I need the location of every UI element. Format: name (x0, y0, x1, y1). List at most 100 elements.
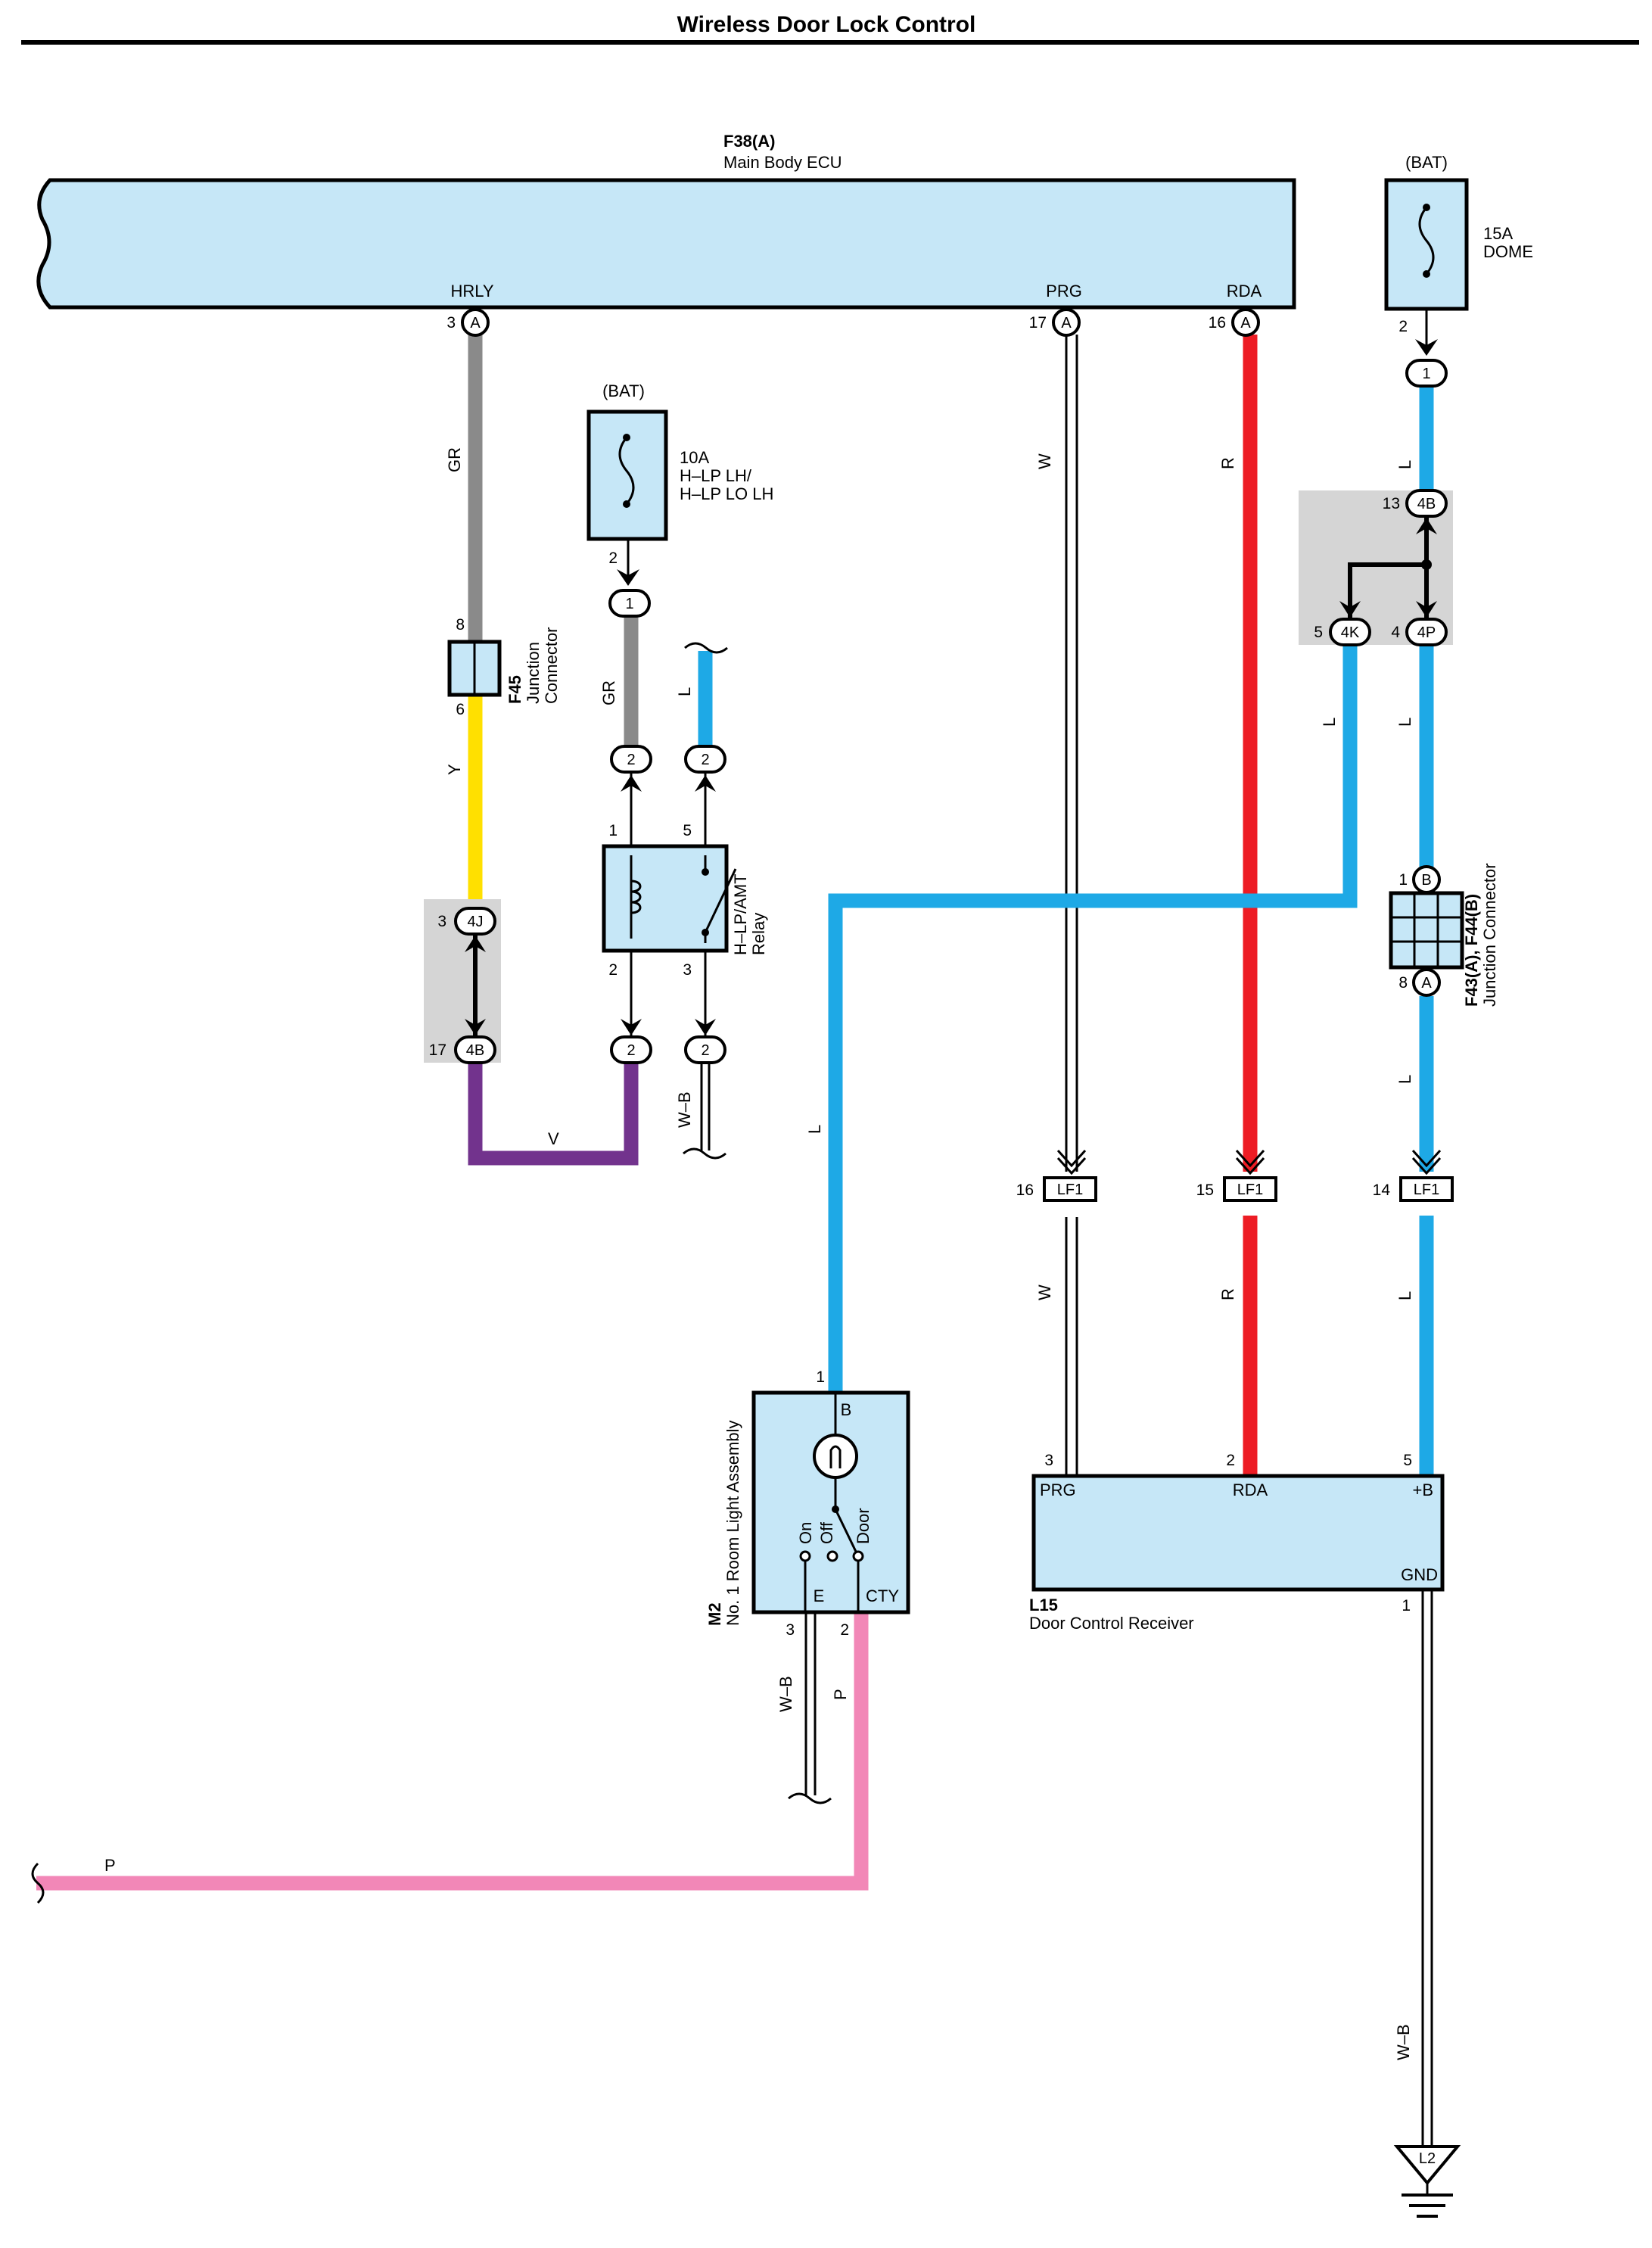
lf1-w (1043, 1176, 1097, 1202)
lf1-l-label: LF1 (1414, 1182, 1439, 1198)
receiver-term-gnd: GND (1401, 1565, 1438, 1584)
wire-label-l-5: L (1395, 718, 1414, 727)
dome-fuse-icon (1418, 207, 1435, 275)
dome-fuse-dot-bot (1423, 270, 1430, 278)
room-light-sw-on: On (796, 1522, 815, 1544)
relay-name-1: H–LP/AMT (731, 873, 750, 955)
joint-4b-left-pin: 17 (429, 1041, 446, 1059)
dome-fuse-rating: 15A (1483, 224, 1513, 243)
joint-right-node (1421, 559, 1432, 570)
lf1-l-pin: 14 (1373, 1182, 1391, 1199)
ecu-code: F38(A) (723, 132, 775, 151)
wire-label-p-1: P (831, 1689, 850, 1700)
f45-pin-top: 8 (456, 616, 465, 634)
joint-4k-label: 4K (1341, 624, 1360, 641)
room-light-term-cty: CTY (866, 1586, 899, 1605)
lf1-l (1399, 1176, 1454, 1202)
joint-4p-pin: 4 (1391, 624, 1400, 641)
wire-label-wb-3: W–B (1394, 2024, 1413, 2060)
ecu-terminal-prg: PRG (1046, 282, 1082, 300)
hlp-fuse-name-2: H–LP LO LH (680, 484, 773, 503)
hlp-fuse-arrow (617, 569, 639, 586)
dome-fuse-dot-top (1423, 204, 1430, 211)
lf1-l-group: LF1 14 (1373, 1149, 1454, 1202)
wire-label-wb-2: W–B (776, 1676, 795, 1712)
joint-4b-left (454, 1035, 496, 1064)
wire-label-l-6: L (1395, 1075, 1414, 1084)
wire-v (468, 1063, 639, 1166)
room-light-code: M2 (705, 1602, 724, 1626)
relay-label-group: H–LP/AMT Relay (731, 873, 768, 955)
joint-left-arrow-down (465, 1019, 486, 1035)
relay-conn-2-bot (610, 1035, 652, 1064)
room-light-pin-cty: 2 (840, 1621, 849, 1639)
joint-left-arrow-up (465, 936, 486, 952)
hlp-fuse-rating: 10A (680, 448, 709, 467)
f45-code: F45 (506, 675, 524, 704)
room-light-label-group: M2 No. 1 Room Light Assembly (705, 1421, 742, 1626)
room-light-assembly (751, 1390, 910, 1614)
dome-conn-1 (1405, 359, 1448, 388)
joint-4p-label: 4P (1417, 624, 1436, 641)
receiver-pin-prg: 3 (1044, 1452, 1053, 1469)
hlp-fuse-box (586, 409, 668, 541)
f45-label-group: F45 Junction Connector (506, 627, 561, 704)
relay-arrow-1 (621, 775, 642, 792)
relay-arrow-3 (695, 1019, 716, 1035)
wire-label-l-7: L (1395, 1291, 1414, 1300)
f43-conn-a-label: A (1421, 975, 1432, 992)
wires (36, 333, 1434, 2147)
wire-label-l-3: L (1395, 460, 1414, 469)
relay-conn-1-top-label: 2 (627, 752, 635, 768)
receiver-term-rda: RDA (1233, 1481, 1268, 1499)
joint-4k (1329, 618, 1371, 646)
ecu-conn-a-1: A (470, 315, 481, 332)
receiver-code: L15 (1029, 1596, 1058, 1614)
wire-label-l-1: L (675, 687, 694, 696)
main-body-ecu (36, 178, 1296, 310)
lf1-w-pin: 16 (1016, 1182, 1034, 1199)
relay-name-2: Relay (749, 913, 768, 955)
hlp-fuse-dot-top (623, 434, 630, 441)
wire-label-r-2: R (1218, 1288, 1237, 1300)
ecu-pin-prg (1052, 308, 1081, 337)
joint-4b-right-pin: 13 (1383, 495, 1400, 512)
door-control-receiver (1031, 1474, 1445, 1592)
f43-top-pin: 1 (1398, 871, 1408, 889)
room-light-pin-e: 3 (786, 1621, 795, 1639)
wire-label-r-1: R (1218, 457, 1237, 469)
joint-4k-pin: 5 (1314, 624, 1323, 641)
relay-arrow-2 (621, 1019, 642, 1035)
joint-right-arrow-4p (1416, 601, 1437, 618)
hlp-fuse-dot-bot (623, 500, 630, 508)
room-light-name: No. 1 Room Light Assembly (723, 1421, 742, 1626)
f45-name-2: Connector (542, 627, 561, 704)
room-light-switch-blade (834, 1509, 858, 1554)
relay-pin-3: 3 (683, 961, 692, 979)
joint-4b-left-label: 4B (466, 1042, 484, 1059)
lf1-w-group: LF1 16 (1016, 1149, 1097, 1202)
f43-bot-pin: 8 (1398, 974, 1408, 992)
page-title: Wireless Door Lock Control (677, 12, 976, 37)
hlp-fuse-icon (618, 437, 635, 505)
f43-conn-b-label: B (1421, 872, 1431, 889)
wire-label-w-2: W (1035, 1284, 1054, 1300)
ecu-conn-a-2: A (1061, 315, 1072, 332)
ecu-pin-hrly (461, 308, 490, 337)
f43-label-group: F43(A), F44(B) Junction Connector (1462, 863, 1499, 1007)
dome-fuse-arrow (1415, 339, 1438, 356)
dome-fuse-name: DOME (1483, 242, 1533, 261)
relay-pin-1: 1 (608, 822, 618, 839)
room-light-contact-off (826, 1550, 838, 1562)
room-light-contact-door (852, 1550, 864, 1562)
dome-fuse-box (1384, 178, 1469, 311)
wire-label-gr-2: GR (599, 680, 618, 705)
f43-code: F43(A), F44(B) (1462, 894, 1481, 1007)
room-light-lamp-icon (813, 1434, 858, 1479)
ecu-conn-a-3: A (1240, 315, 1251, 332)
relay-conn-3-bot-label: 2 (701, 1042, 709, 1059)
relay-coil-icon (630, 880, 642, 914)
ecu-terminal-rda: RDA (1227, 282, 1262, 300)
relay-pin-5: 5 (683, 822, 692, 839)
